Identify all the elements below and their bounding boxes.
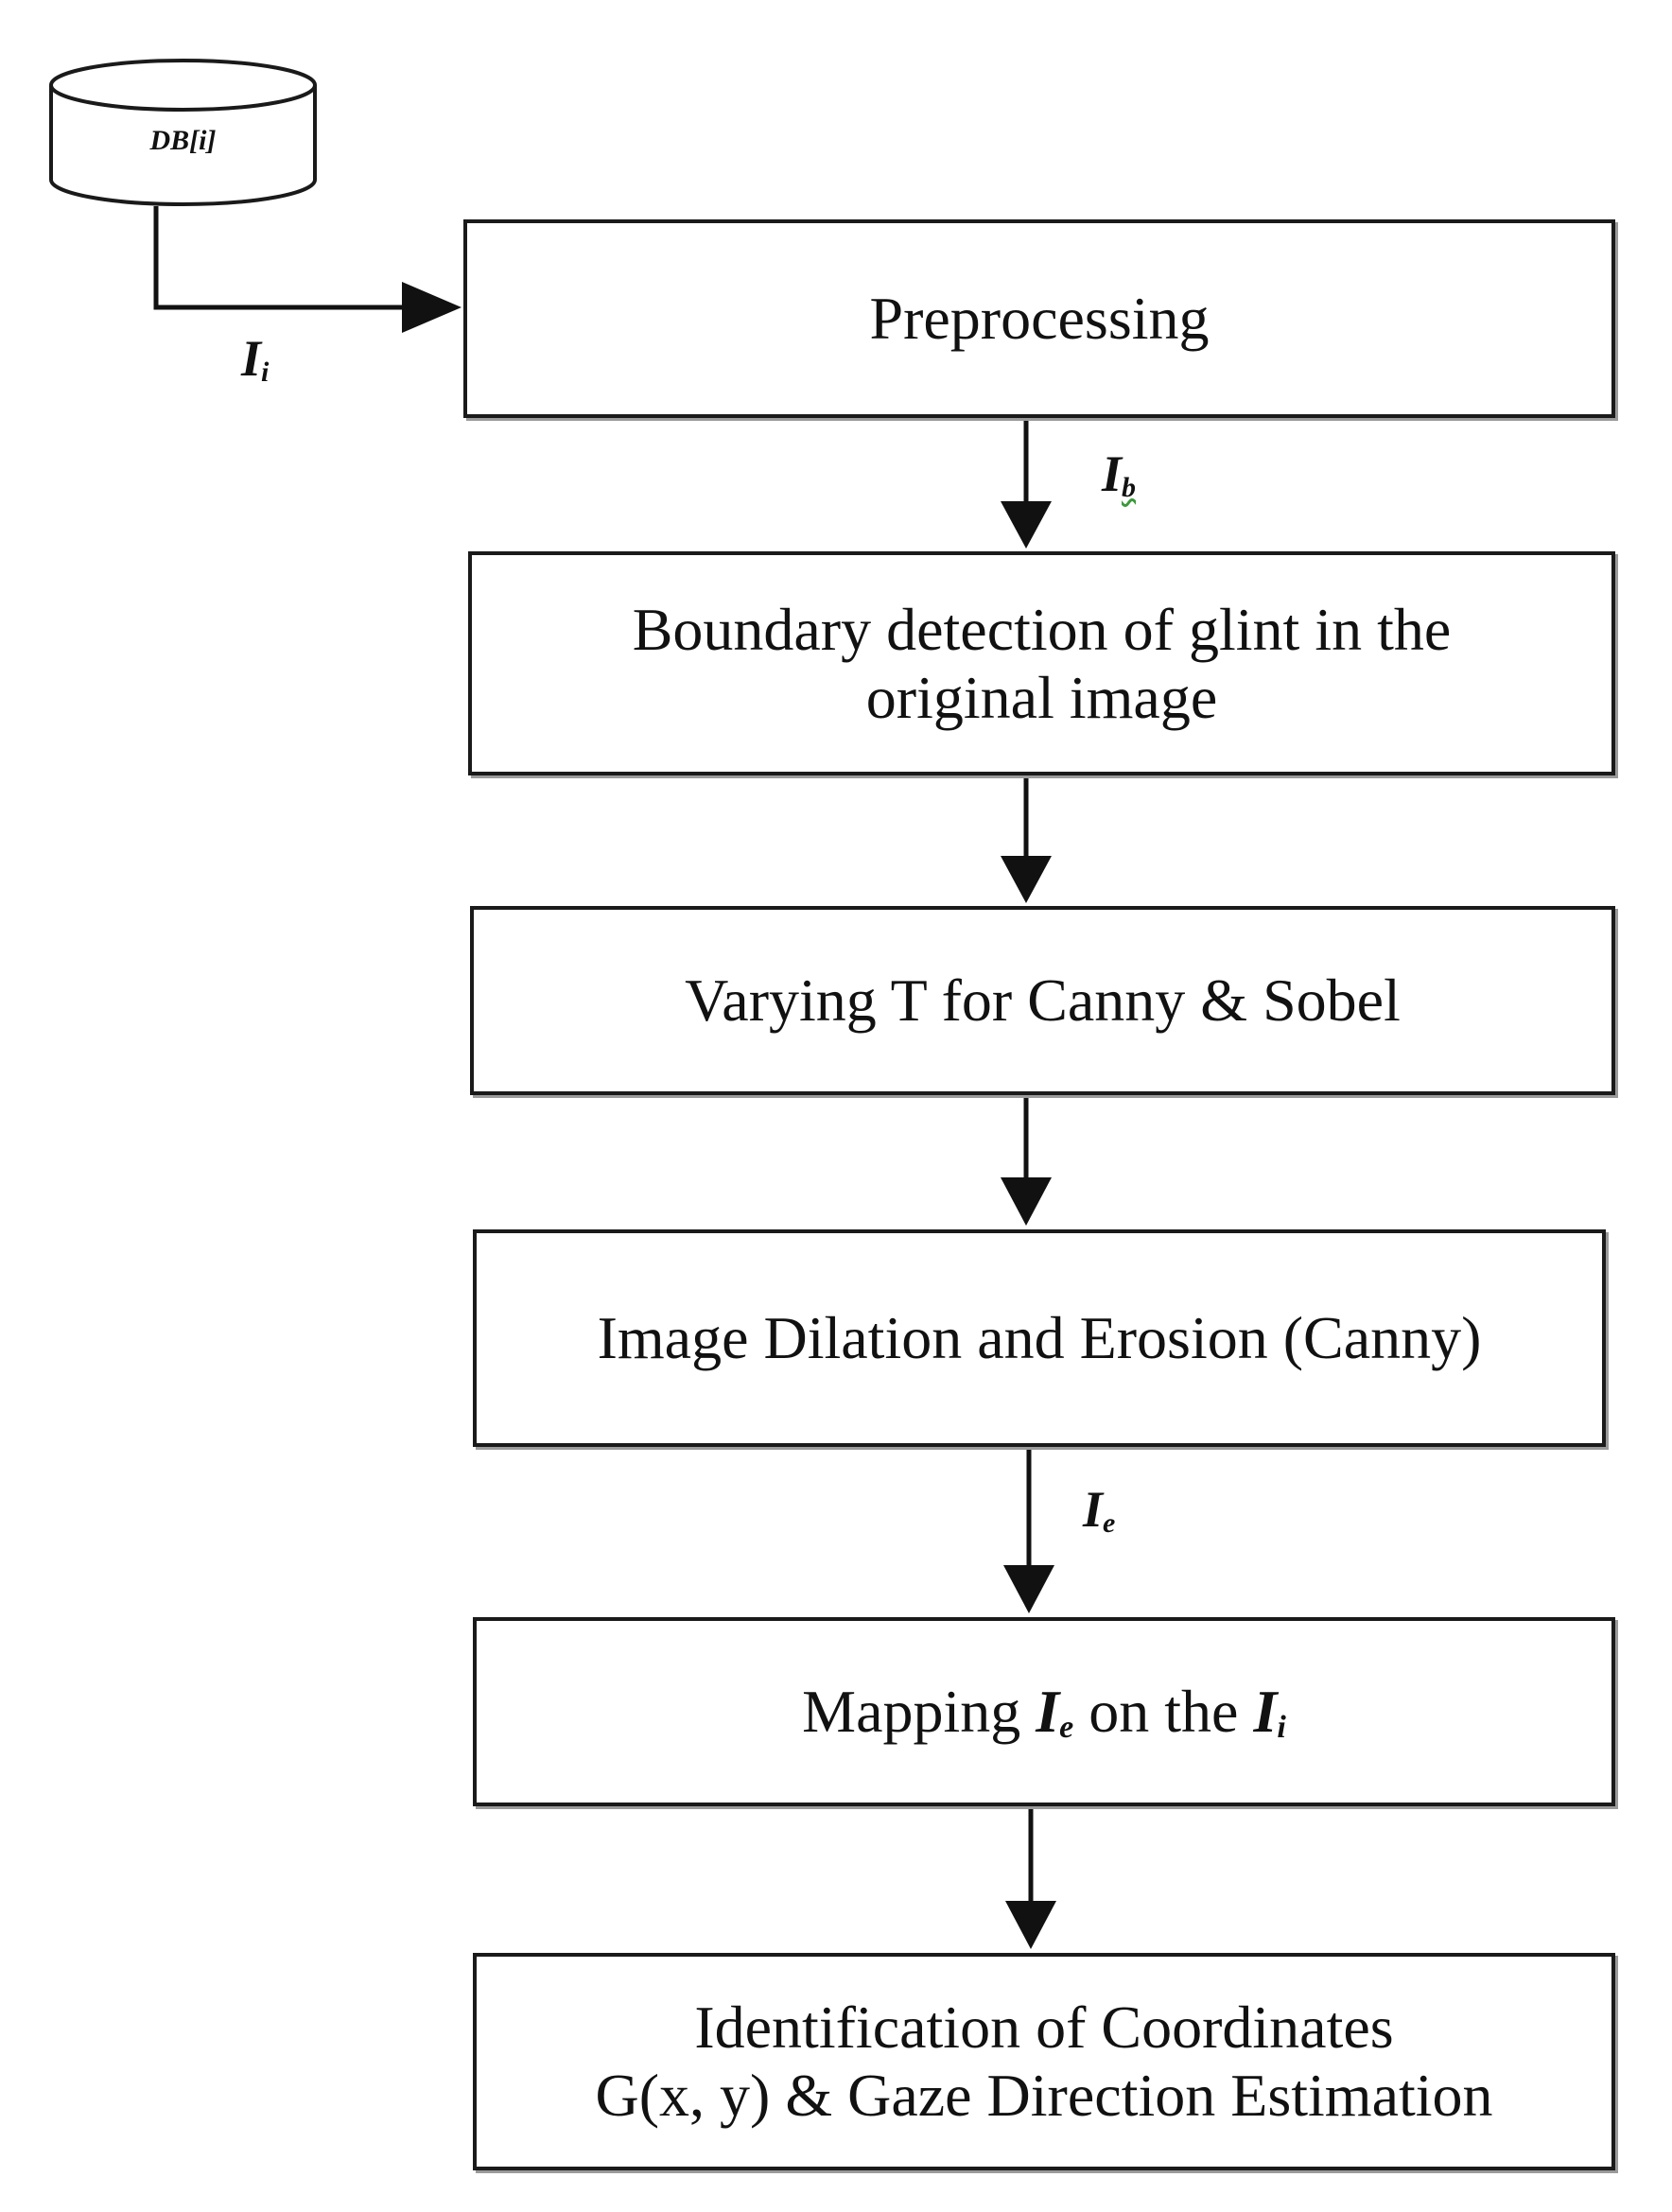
edge-label-binary-image: Ib: [1102, 444, 1136, 504]
step-label-line-1: Boundary detection of glint in the: [632, 595, 1452, 663]
step-label: Varying T for Canny & Sobel: [685, 967, 1401, 1035]
arrow-db-to-preprocessing: [153, 206, 402, 310]
arrowhead-mapping-to-identification: [1005, 1901, 1056, 1949]
step-varying-threshold: Varying T for Canny & Sobel: [470, 906, 1615, 1095]
arrowhead-boundary-to-varying: [1001, 856, 1052, 903]
step-boundary-detection: Boundary detection of glint in the origi…: [468, 551, 1615, 775]
arrowhead-db-to-preprocessing: [402, 282, 462, 333]
variable-subscript: i: [1277, 1709, 1286, 1745]
edge-subscript: i: [261, 357, 270, 388]
database-node: DB[i]: [47, 57, 319, 206]
edge-label-input-image: Ii: [241, 329, 269, 389]
database-cylinder-icon: [49, 59, 317, 206]
step-label: Mapping Ie on the Ii: [802, 1678, 1286, 1746]
step-label-line-2: original image: [865, 663, 1218, 731]
edge-subscript: e: [1103, 1507, 1116, 1539]
step-label-line-2: G(x, y) & Gaze Direction Estimation: [595, 2062, 1493, 2129]
mapping-prefix: Mapping: [802, 1677, 1036, 1745]
database-label: DB[i]: [149, 125, 217, 156]
step-label: Preprocessing: [869, 285, 1210, 353]
edge-symbol: I: [1083, 1481, 1104, 1538]
step-dilation-erosion: Image Dilation and Erosion (Canny): [473, 1229, 1606, 1447]
edge-subscript: b: [1122, 472, 1137, 503]
variable-subscript: e: [1059, 1709, 1074, 1745]
mapping-variable-2: Ii: [1253, 1678, 1285, 1745]
step-identification: Identification of Coordinates G(x, y) & …: [473, 1953, 1615, 2170]
variable-symbol: I: [1036, 1677, 1060, 1745]
step-label-line-1: Identification of Coordinates: [694, 1994, 1394, 2062]
edge-symbol: I: [1102, 445, 1123, 502]
step-preprocessing: Preprocessing: [463, 219, 1615, 418]
variable-symbol: I: [1253, 1677, 1278, 1745]
mapping-middle: on the: [1073, 1677, 1254, 1745]
edge-label-eroded-image: Ie: [1083, 1480, 1115, 1540]
mapping-variable-1: Ie: [1036, 1678, 1073, 1745]
arrowhead-varying-to-dilation: [1001, 1177, 1052, 1226]
edge-symbol: I: [241, 330, 262, 387]
step-mapping: Mapping Ie on the Ii: [473, 1617, 1615, 1806]
arrowhead-pre-to-boundary: [1001, 501, 1052, 549]
arrowhead-dilation-to-mapping: [1003, 1565, 1054, 1613]
step-label: Image Dilation and Erosion (Canny): [597, 1304, 1482, 1372]
